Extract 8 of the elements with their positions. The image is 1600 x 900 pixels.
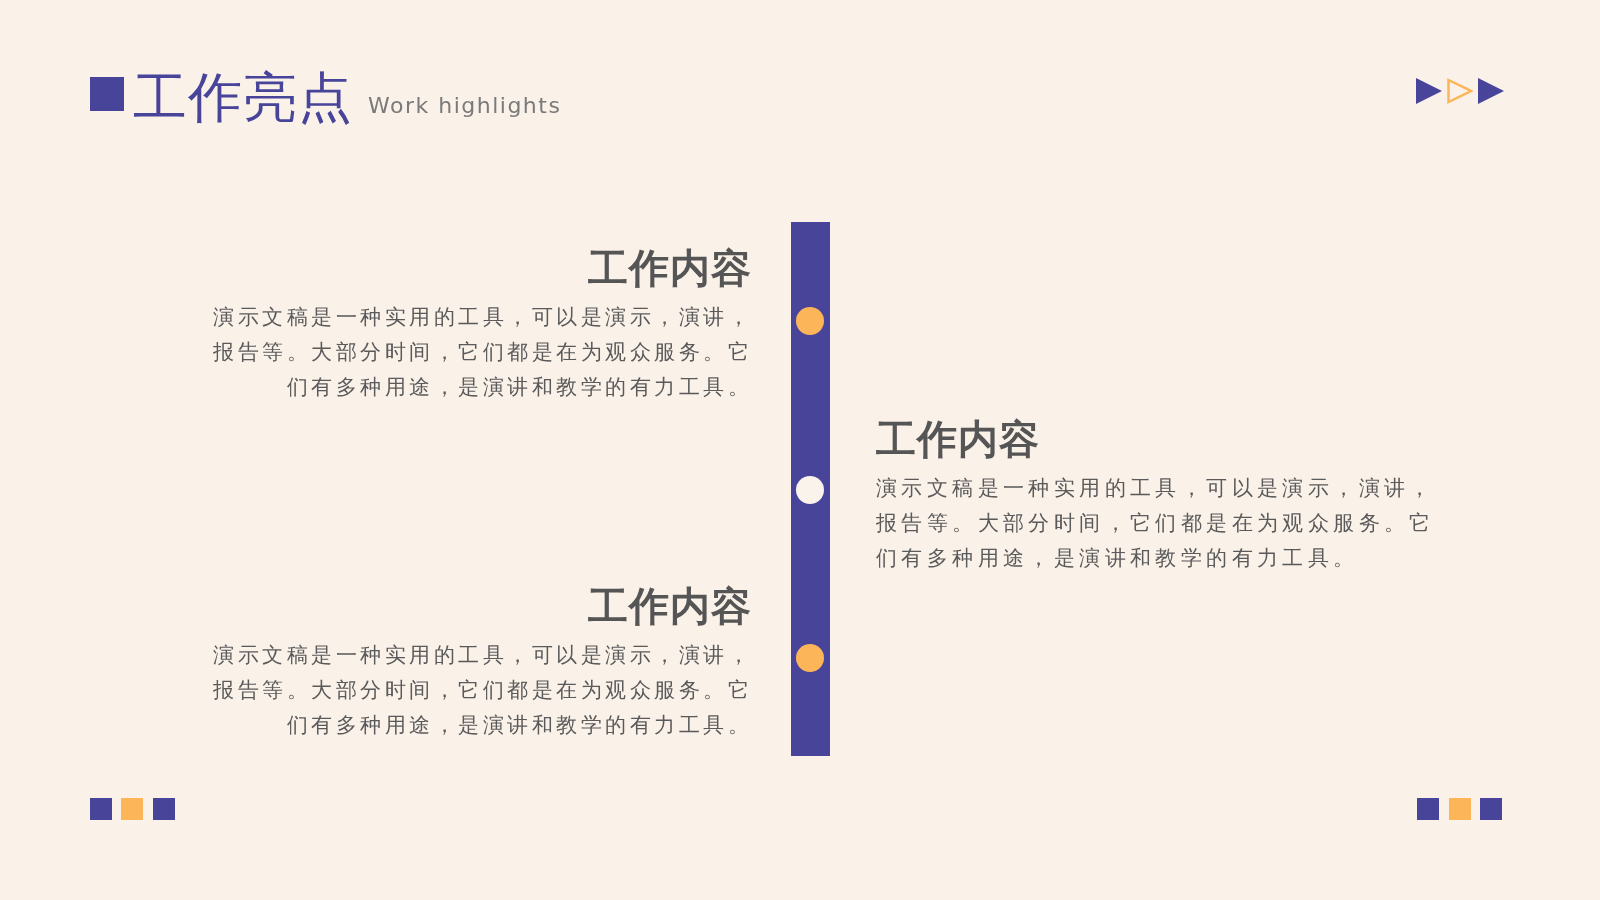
body-text: 演示文稿是一种实用的工具，可以是演示，演讲，报告等。大部分时间，它们都是在为观众服务。它们有多种用途，是演讲和教学的有力工具。 [876,475,1436,572]
body-text: 演示文稿是一种实用的工具，可以是演示，演讲，报告等。大部分时间，它们都是在为观众服务。它们有多种用途，是演讲和教学的有力工具。 [212,304,752,401]
slide-title: 工作亮点 [133,66,353,130]
section-heading: 工作内容 [587,244,752,292]
section-heading: 工作内容 [587,582,752,630]
section-heading: 工作内容 [876,415,1041,463]
subtitle: Work highlights [368,92,562,120]
body-text: 演示文稿是一种实用的工具，可以是演示，演讲，报告等。大部分时间，它们都是在为观众服务。它们有多种用途，是演讲和教学的有力工具。 [212,642,752,739]
